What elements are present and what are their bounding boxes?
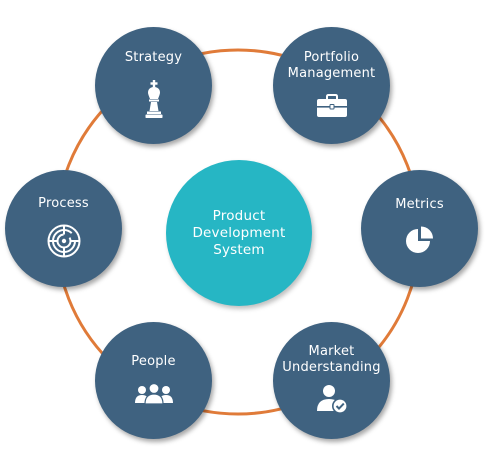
node-label: Metrics <box>395 196 444 212</box>
node-label: Market Understanding <box>282 343 381 375</box>
center-node: Product Development System <box>166 160 312 306</box>
node-label: Strategy <box>124 49 183 65</box>
people-group-icon <box>134 382 174 408</box>
chess-king-icon <box>143 79 165 122</box>
node-label: People <box>131 353 176 369</box>
pie-chart-icon <box>404 225 436 261</box>
center-label: Product Development System <box>192 207 286 258</box>
node-process: Process <box>5 170 122 287</box>
node-metrics: Metrics <box>361 170 478 287</box>
node-portfolio-management: Portfolio Management <box>273 27 390 144</box>
node-strategy: Strategy <box>95 27 212 144</box>
user-check-icon <box>316 384 348 418</box>
maze-icon <box>47 224 81 262</box>
node-label: Process <box>38 195 89 211</box>
node-people: People <box>95 322 212 439</box>
node-market-understanding: Market Understanding <box>273 322 390 439</box>
briefcase-icon <box>316 93 348 122</box>
node-label: Portfolio Management <box>287 49 376 81</box>
